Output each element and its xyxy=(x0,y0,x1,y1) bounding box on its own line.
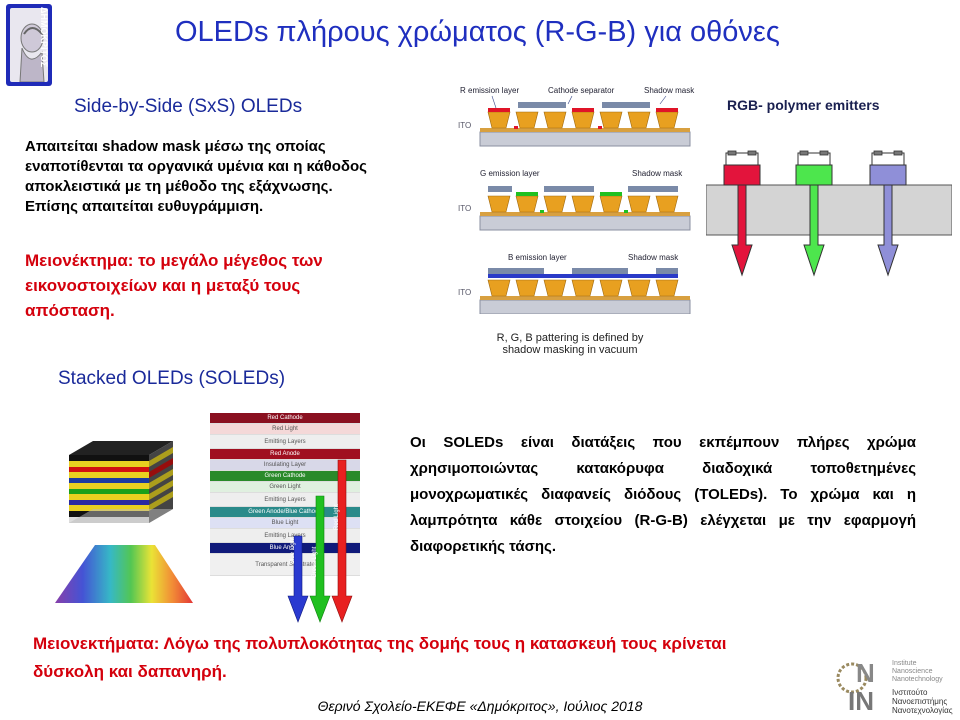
row3-label-b-emission: B emission layer xyxy=(508,253,567,262)
row1-label-shadow-mask: Shadow mask xyxy=(644,86,695,95)
blue-beam xyxy=(287,535,309,623)
green-beam xyxy=(309,495,331,623)
nin-en-line: Institute xyxy=(892,660,917,667)
footer: Θερινό Σχολείο-ΕΚΕΦΕ «Δημόκριτος», Ιούλι… xyxy=(317,698,643,714)
democritus-logo: ΔΗΜΟΚΡΙΤΟΣ xyxy=(6,4,52,86)
nin-letters-in: IN xyxy=(848,686,874,716)
soled-layer-row: Emitting Layers xyxy=(210,435,360,449)
red-emitter xyxy=(723,164,761,186)
page-title: OLEDs πλήρους χρώματος (R-G-B) για οθόνε… xyxy=(175,16,780,48)
sxs-disadvantage-line: Μειονέκτημα: το μεγάλο μέγεθος των xyxy=(25,251,323,270)
sxs-line: αποκλειστικά με τη μέθοδο της εξάχνωσης. xyxy=(25,178,333,195)
soled-layer-row: Blue Light xyxy=(210,518,360,529)
row1-label-cathode-separator: Cathode separator xyxy=(548,86,615,95)
sxs-caption-line: R, G, B pattering is defined by xyxy=(496,332,644,344)
sxs-paragraph: Απαιτείται shadow mask μέσω της οποίας ε… xyxy=(25,137,455,217)
stacked-oled-3d-image xyxy=(55,425,195,615)
sxs-line: Επίσης απαιτείται ευθυγράμμιση. xyxy=(25,198,264,215)
sxs-caption-line: shadow masking in vacuum xyxy=(502,344,638,356)
soled-layer-row: Green Anode/Blue Cathode xyxy=(210,507,360,518)
soled-paragraph: Οι SOLEDs είναι διατάξεις που εκπέμπουν … xyxy=(410,434,916,555)
beam-label-blue: Blue Light xyxy=(290,537,296,564)
disadvantages-line: Μειονεκτήματα: Λόγω της πολυπλοκότητας τ… xyxy=(33,634,727,653)
nin-gr-line: Νανοτεχνολογίας xyxy=(892,706,953,715)
soled-layer-row: Green Light xyxy=(210,482,360,493)
green-arrow xyxy=(803,184,825,277)
sxs-row-1 xyxy=(479,95,691,147)
row2-label-shadow-mask: Shadow mask xyxy=(632,169,683,178)
row1-ito-label: ITO xyxy=(458,121,472,130)
soled-heading: Stacked OLEDs (SOLEDs) xyxy=(58,368,286,389)
soled-layer-row: Insulating Layer xyxy=(210,460,360,471)
nin-gr-line: Νανοεπιστήμης xyxy=(892,697,948,706)
soled-beams xyxy=(284,456,364,626)
soled-layer-row: Red Light xyxy=(210,424,360,435)
sxs-caption: R, G, B pattering is defined by shadow m… xyxy=(480,332,660,356)
row2-ito-label: ITO xyxy=(458,204,472,213)
sxs-disadvantage-line: απόσταση. xyxy=(25,301,115,320)
row1-label-r-emission: R emission layer xyxy=(460,86,520,95)
sxs-disadvantage-line: εικονοστοιχείων και η μεταξύ τους xyxy=(25,276,301,295)
soled-layer-row: Red Anode xyxy=(210,449,360,460)
sxs-pattern-diagram xyxy=(452,84,700,364)
rgb-emitters-diagram xyxy=(705,145,953,285)
disadvantages-line: δύσκολη και δαπανηρή. xyxy=(33,662,227,681)
soled-layer-row: Blue Anode xyxy=(210,543,360,554)
red-arrow xyxy=(731,184,753,277)
nin-en-line: Nanotechnology xyxy=(892,676,943,683)
soled-layer-row: Green Cathode xyxy=(210,471,360,482)
nin-en-text: Institute Nanoscience Nanotechnology xyxy=(892,660,943,684)
beam-label-red: Red Light xyxy=(334,504,340,530)
row3-label-shadow-mask: Shadow mask xyxy=(628,253,679,262)
nin-letter-n: N xyxy=(856,658,875,688)
green-emitter xyxy=(795,164,833,186)
row3-ito-label: ITO xyxy=(458,288,472,297)
nin-gr-text: Ινστιτούτο Νανοεπιστήμης Νανοτεχνολογίας xyxy=(892,688,953,715)
red-beam xyxy=(331,459,353,623)
blue-arrow xyxy=(877,184,899,277)
sxs-row-3 xyxy=(479,268,691,315)
sxs-diagram-svg xyxy=(479,95,691,315)
logo-text: ΔΗΜΟΚΡΙΤΟΣ xyxy=(39,7,49,68)
logo-portrait xyxy=(10,8,48,83)
nin-en-line: Nanoscience xyxy=(892,668,933,675)
soled-disadvantages: Μειονεκτήματα: Λόγω της πολυπλοκότητας τ… xyxy=(33,630,726,686)
beam-label-green: Green Light xyxy=(312,546,318,578)
sxs-line: εναποτίθενται τα οργανικά υμένια και η κ… xyxy=(25,158,367,175)
sxs-line: Απαιτείται shadow mask μέσω της οποίας xyxy=(25,138,326,155)
sxs-heading: Side-by-Side (SxS) OLEDs xyxy=(74,96,303,117)
soled-layer-row: Red Cathode xyxy=(210,413,360,424)
rgb-title: RGB- polymer emitters xyxy=(727,97,880,113)
sxs-disadvantage: Μειονέκτημα: το μεγάλο μέγεθος των εικον… xyxy=(25,248,323,323)
blue-emitter xyxy=(869,164,907,186)
sxs-row-2 xyxy=(479,186,691,231)
nin-gr-line: Ινστιτούτο xyxy=(892,688,928,697)
row2-label-g-emission: G emission layer xyxy=(480,169,540,178)
